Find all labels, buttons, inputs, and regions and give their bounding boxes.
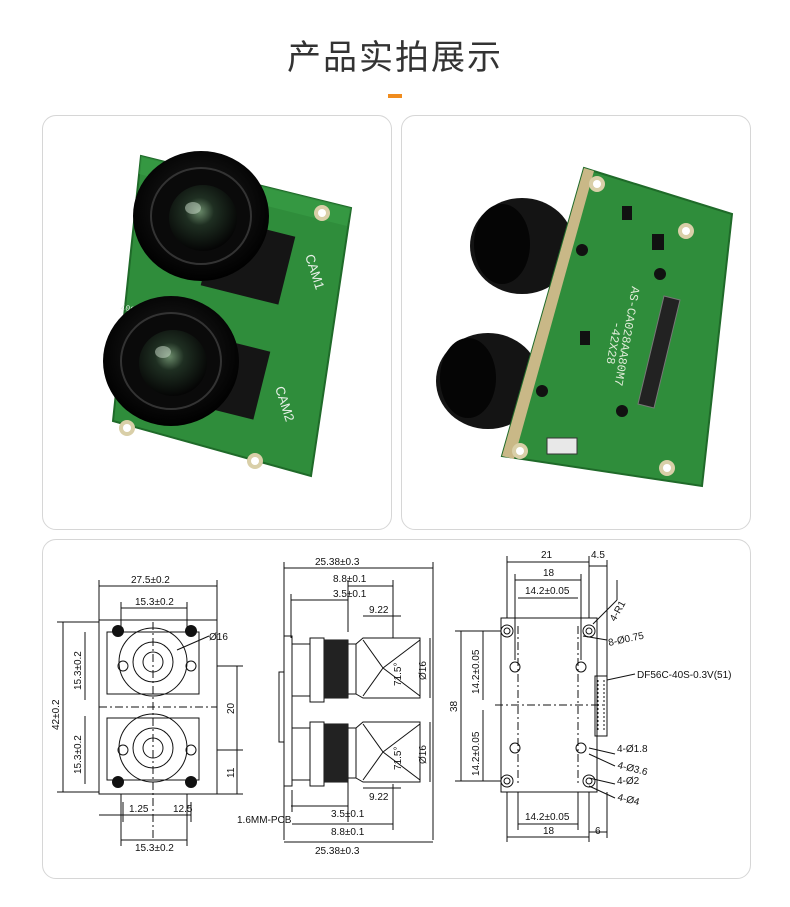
back-r1-label: 4-R1 <box>608 599 629 624</box>
back-dim-4-5: 4.5 <box>591 550 605 561</box>
front-dim-12-5: 12.5 <box>173 804 193 815</box>
front-width-top: 27.5±0.2 <box>131 575 170 586</box>
back-hole-4: 4-Ø4 <box>616 792 641 808</box>
back-hole-075: 8-Ø0.75 <box>607 631 645 649</box>
side-dim-922-bottom: 9.22 <box>369 792 389 803</box>
back-dim-6: 6 <box>595 826 601 837</box>
front-center-20: 20 <box>226 702 237 714</box>
side-pcb-label: 1.6MM-PCB <box>237 815 292 826</box>
back-dim-18-bottom: 18 <box>543 826 555 837</box>
title-accent-bar <box>388 94 402 98</box>
front-height-lower: 15.3±0.2 <box>73 735 84 774</box>
dual-camera-front-photo: CAM1 CAM2 158869B260604X6607 <box>103 151 353 478</box>
dual-camera-back-photo: AS-CA028AA80M7 -42X28 <box>436 166 734 488</box>
front-width-inner: 15.3±0.2 <box>135 597 174 608</box>
side-length-total-top: 25.38±0.3 <box>315 557 360 568</box>
side-len-88-top: 8.8±0.1 <box>333 574 367 585</box>
technical-drawing-card: 27.5±0.2 15.3±0.2 Ø16 42±0.2 15.3±0.2 15… <box>42 539 751 879</box>
front-lens-dia: Ø16 <box>209 632 228 643</box>
front-width-bottom: 15.3±0.2 <box>135 843 174 854</box>
back-hole-2: 4-Ø2 <box>617 776 640 787</box>
front-dim-1-25: 1.25 <box>129 804 149 815</box>
front-height-total: 42±0.2 <box>51 699 62 730</box>
side-dim-922-top: 9.22 <box>369 605 389 616</box>
page-title: 产品实拍展示 <box>287 38 503 78</box>
back-v-14-2-upper: 14.2±0.05 <box>471 649 482 694</box>
side-len-35-bottom: 3.5±0.1 <box>331 809 365 820</box>
back-dim-14-2-top: 14.2±0.05 <box>525 586 570 597</box>
front-dim-11: 11 <box>226 767 237 778</box>
back-connector-label: DF56C-40S-0.3V(51) <box>637 670 731 681</box>
dimension-drawing: 27.5±0.2 15.3±0.2 Ø16 42±0.2 15.3±0.2 15… <box>51 550 731 857</box>
photo-back-card: AS-CA028AA80M7 -42X28 <box>401 115 751 530</box>
back-v-38: 38 <box>449 700 460 712</box>
side-len-88-bottom: 8.8±0.1 <box>331 827 365 838</box>
side-fov-2: 71.5° <box>393 747 404 770</box>
front-height-upper: 15.3±0.2 <box>73 651 84 690</box>
side-dia-2: Ø16 <box>418 745 429 764</box>
photo-front-card: CAM1 CAM2 158869B260604X6607 <box>42 115 392 530</box>
back-dim-21: 21 <box>541 550 553 561</box>
side-length-total-bottom: 25.38±0.3 <box>315 846 360 857</box>
back-v-14-2-lower: 14.2±0.05 <box>471 731 482 776</box>
back-hole-1-8: 4-Ø1.8 <box>617 744 648 755</box>
side-len-35-top: 3.5±0.1 <box>333 589 367 600</box>
back-dim-18-top: 18 <box>543 568 555 579</box>
side-dia-1: Ø16 <box>418 661 429 680</box>
side-fov-1: 71.5° <box>393 663 404 686</box>
back-dim-14-2-bottom: 14.2±0.05 <box>525 812 570 823</box>
